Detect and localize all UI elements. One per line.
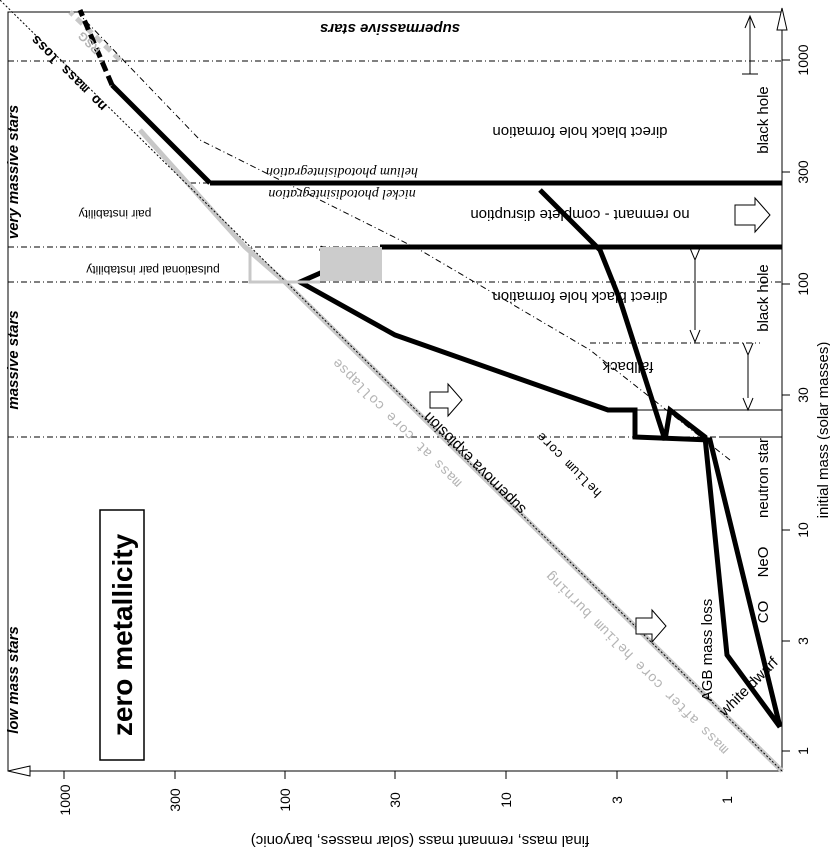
label-pair: pair instability <box>79 207 152 221</box>
y-tick-label: 30 <box>387 792 403 808</box>
no-mass-loss-line <box>0 0 783 772</box>
remnant-line-low <box>538 188 783 729</box>
label-direct-bh-2: direct black hole formation <box>492 123 667 140</box>
y-tick-label: 300 <box>167 788 183 812</box>
y-tick-label: 100 <box>277 788 293 812</box>
y-tick-label: 3 <box>609 796 625 804</box>
title-box <box>99 509 145 761</box>
black-hole-up-arrow-icon <box>742 14 758 75</box>
label-very-massive: very massive stars <box>5 105 22 239</box>
x-axis-arrow-icon <box>776 7 788 31</box>
complete-disruption-arrow-icon <box>734 196 771 234</box>
pulsational-block <box>320 247 382 281</box>
x-axis-label: initial mass (solar masses) <box>815 342 830 519</box>
x-tick-label: 3 <box>795 637 811 645</box>
label-direct-bh-1: direct black hole formation <box>492 288 667 305</box>
supernova-arrow-icon <box>429 382 463 418</box>
page-title: zero metallicity <box>107 533 138 736</box>
agb-arrow-icon <box>635 608 667 644</box>
remnant-line-dashed <box>77 9 115 86</box>
fallback-range-arrow-icon <box>742 342 754 412</box>
pulsational-outline <box>248 247 320 284</box>
label-agb: AGB mass loss <box>699 599 716 702</box>
x-tick-labels: 1 3 10 30 100 300 1000 <box>795 44 811 755</box>
y-axis-arrow-icon <box>7 765 31 777</box>
helium-core-line <box>79 14 731 461</box>
label-low-mass: low mass stars <box>5 626 22 734</box>
y-axis-label: final mass, remnant mass (solar masses, … <box>251 832 589 847</box>
label-black-hole-1: black hole <box>755 264 772 332</box>
x-tick-label: 10 <box>795 522 811 538</box>
label-supermassive: supermassive stars <box>320 20 460 37</box>
y-tick-labels: 1 3 10 30 100 300 1000 <box>57 784 735 815</box>
black-hole-range-arrow-icon <box>689 247 701 344</box>
label-massive: massive stars <box>5 310 22 409</box>
y-tick-label: 1000 <box>57 784 73 815</box>
y-tick-label: 1 <box>719 796 735 804</box>
y-ticks <box>63 771 728 779</box>
x-tick-label: 1 <box>795 747 811 755</box>
label-co: CO <box>755 601 772 624</box>
x-ticks <box>782 59 790 752</box>
label-black-hole-2: black hole <box>755 86 772 154</box>
label-nickel: nickel photodisintegration <box>268 186 415 201</box>
label-neutron-star: neutron star <box>755 438 772 518</box>
x-tick-label: 100 <box>795 272 811 296</box>
label-neo: NeO <box>755 547 772 578</box>
x-tick-label: 300 <box>795 160 811 184</box>
label-no-remnant: no remnant - complete disruption <box>470 206 689 223</box>
label-helium-core: helium core <box>534 429 605 500</box>
y-tick-label: 10 <box>498 792 514 808</box>
remnant-line-high <box>110 83 212 185</box>
label-helium-photo: helium photodisintegration <box>266 164 418 179</box>
x-tick-label: 1000 <box>795 44 811 75</box>
label-pulsational: pulsational pair instability <box>86 263 219 277</box>
label-fallback: fallback <box>602 358 653 375</box>
x-tick-label: 30 <box>795 387 811 403</box>
rsg-line <box>68 10 122 62</box>
